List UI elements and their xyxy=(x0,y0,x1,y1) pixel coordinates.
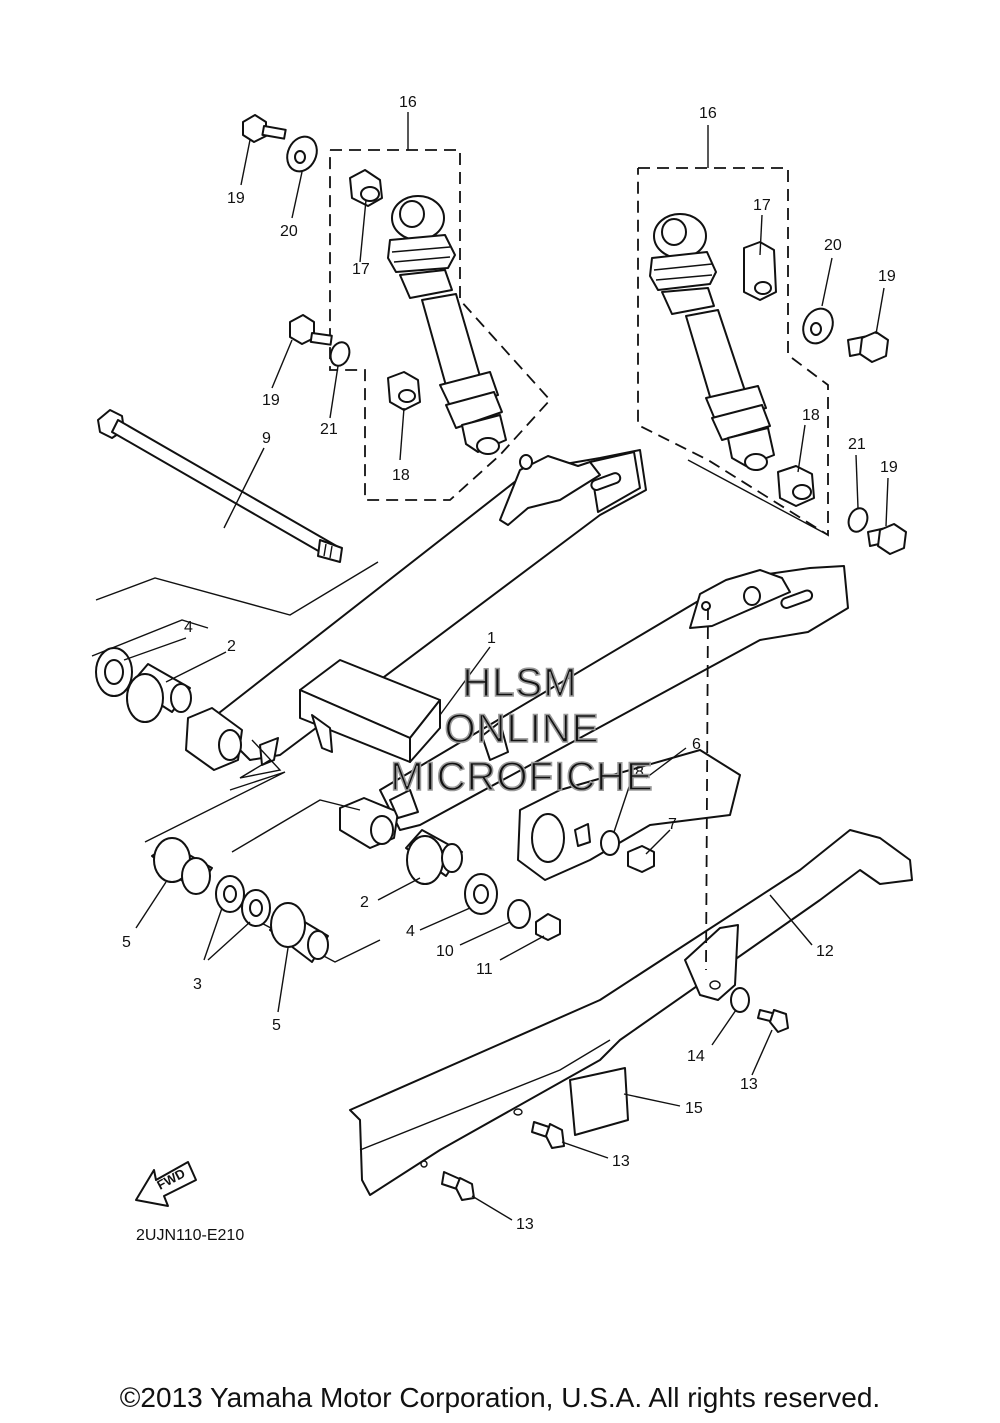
copyright-notice: ©2013 Yamaha Motor Corporation, U.S.A. A… xyxy=(120,1382,880,1413)
callout-21: 21 xyxy=(848,436,866,453)
callout-2: 2 xyxy=(227,638,236,655)
callout-13: 13 xyxy=(740,1076,758,1093)
callout-18: 18 xyxy=(802,407,820,424)
callout-6: 6 xyxy=(692,736,701,753)
callout-17: 17 xyxy=(352,261,370,278)
callout-20: 20 xyxy=(824,237,842,254)
callout-12: 12 xyxy=(816,943,834,960)
callout-7: 7 xyxy=(668,816,677,833)
callout-3: 3 xyxy=(193,976,202,993)
callout-13: 13 xyxy=(516,1216,534,1233)
right-upper-hardware xyxy=(802,307,907,555)
callout-16: 16 xyxy=(699,105,717,122)
callout-5: 5 xyxy=(122,934,131,951)
leader-lines xyxy=(123,112,889,1221)
callout-19: 19 xyxy=(227,190,245,207)
callout-11: 11 xyxy=(476,961,493,978)
left-shock-absorber xyxy=(387,195,507,455)
callout-labels: 16 16 17 17 18 18 19 19 19 19 20 20 21 2… xyxy=(122,94,898,1233)
callout-20: 20 xyxy=(280,223,298,240)
fwd-arrow: FWD xyxy=(135,1161,197,1207)
callout-18: 18 xyxy=(392,467,410,484)
callout-19: 19 xyxy=(262,392,280,409)
callout-1: 1 xyxy=(487,630,496,647)
left-upper-hardware xyxy=(242,114,351,367)
left-shock-group xyxy=(329,149,552,501)
callout-19: 19 xyxy=(878,268,896,285)
callout-9: 9 xyxy=(262,430,271,447)
callout-14: 14 xyxy=(687,1048,705,1065)
left-pivot-bushings xyxy=(91,619,282,779)
watermark-line-2: ONLINE xyxy=(445,707,600,751)
watermark-line-3: MICROFICHE xyxy=(390,755,653,799)
callout-4: 4 xyxy=(184,619,193,636)
callout-19: 19 xyxy=(880,459,898,476)
callout-16: 16 xyxy=(399,94,417,111)
swingarm xyxy=(185,449,849,849)
callout-13: 13 xyxy=(612,1153,630,1170)
diagram-code: 2UJN110-E210 xyxy=(136,1227,244,1244)
callout-15: 15 xyxy=(685,1100,703,1117)
chain-case xyxy=(349,829,913,1201)
lower-bushings xyxy=(144,771,561,963)
pivot-shaft xyxy=(95,409,379,616)
watermark: HLSM ONLINE MICROFICHE xyxy=(390,660,654,800)
callout-21: 21 xyxy=(320,421,338,438)
callout-4: 4 xyxy=(406,923,415,940)
callout-8: 8 xyxy=(635,764,644,781)
callout-10: 10 xyxy=(436,943,454,960)
callout-2: 2 xyxy=(360,894,369,911)
callout-5: 5 xyxy=(272,1017,281,1034)
callout-17: 17 xyxy=(753,197,771,214)
right-shock-group xyxy=(637,167,829,537)
watermark-line-1: HLSM xyxy=(462,661,577,705)
right-shock-absorber xyxy=(649,213,775,471)
